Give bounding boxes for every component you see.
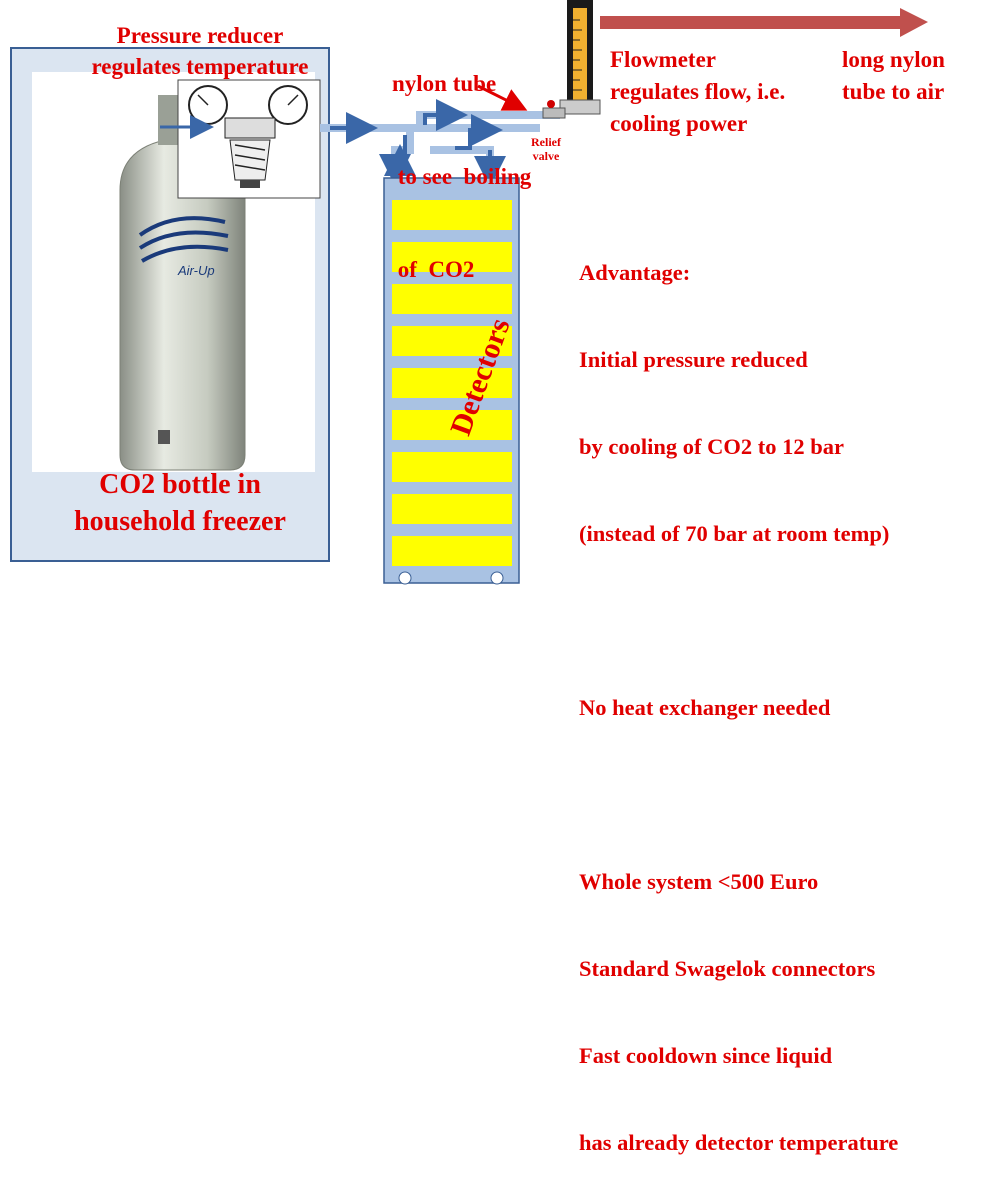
advantage-line: No heat exchanger needed [579, 695, 831, 720]
detector-layer [392, 494, 512, 524]
detector-wheel-icon [490, 571, 504, 585]
relief-valve-label: Relief valve [531, 135, 561, 163]
detector-layer [392, 368, 512, 398]
pressure-reducer-line-2: regulates temperature [91, 54, 309, 79]
relief-valve-icon [547, 100, 555, 108]
long-tube-label: long nylon tube to air [842, 44, 945, 108]
nylon-tube-label: nylon tube to see boiling of CO2 [392, 6, 531, 316]
bottle-foot [158, 430, 170, 444]
advantage-line: Whole system <500 Euro [579, 869, 819, 894]
detector-wheel-icon [398, 571, 412, 585]
detector-layer [392, 242, 512, 272]
flow-arrows [330, 99, 506, 195]
advantage-line: Initial pressure reduced [579, 347, 808, 372]
co2-bottle-line-1: CO2 bottle in [99, 469, 261, 500]
co2-bottle-label: CO2 bottle in household freezer [35, 466, 325, 540]
nylon-tube-line-3: of CO2 [392, 257, 475, 282]
detector-layer [392, 536, 512, 566]
detector-stack [383, 177, 520, 585]
detector-layer [392, 326, 512, 356]
detector-layer [392, 200, 512, 230]
bottle-logo-swoosh [138, 216, 229, 263]
advantage-line [579, 606, 898, 635]
flowmeter-line-3: cooling power [610, 111, 748, 136]
advantage-line: has already detector temperature [579, 1130, 899, 1155]
nylon-tube-pointer [477, 84, 528, 111]
advantage-line: by cooling of CO2 to 12 bar [579, 434, 845, 459]
flowmeter [542, 0, 601, 119]
advantages-block: Advantage: Initial pressure reduced by c… [579, 200, 898, 1186]
advantages-heading: Advantage: [579, 260, 691, 285]
advantage-line [579, 780, 898, 809]
co2-bottle-line-2: household freezer [74, 506, 286, 537]
detector-layer [392, 410, 512, 440]
detector-layer [392, 284, 512, 314]
pressure-reducer-schematic [177, 79, 321, 199]
pressure-reducer-label: Pressure reducer regulates temperature [55, 20, 345, 82]
advantage-line: Standard Swagelok connectors [579, 956, 876, 981]
relief-valve-line-1: Relief [531, 135, 561, 149]
detector-layer [392, 452, 512, 482]
nylon-tube-line-1: nylon tube [392, 71, 497, 96]
bottle-brand: Air-Up [177, 263, 215, 278]
long-tube-line-1: long nylon [842, 47, 945, 72]
long-tube-line-2: tube to air [842, 79, 945, 104]
advantage-line: Fast cooldown since liquid [579, 1043, 833, 1068]
nylon-tube-line-2: to see boiling [392, 164, 532, 189]
flowmeter-label: Flowmeter regulates flow, i.e. cooling p… [610, 44, 785, 140]
pressure-reducer-line-1: Pressure reducer [116, 23, 284, 48]
long-tube-arrow [600, 8, 928, 37]
advantage-line: (instead of 70 bar at room temp) [579, 521, 890, 546]
relief-valve-line-2: valve [532, 149, 560, 163]
flow-diagram: Air-Up [119, 0, 928, 585]
flowmeter-line-1: Flowmeter [610, 47, 716, 72]
flowmeter-line-2: regulates flow, i.e. [610, 79, 786, 104]
